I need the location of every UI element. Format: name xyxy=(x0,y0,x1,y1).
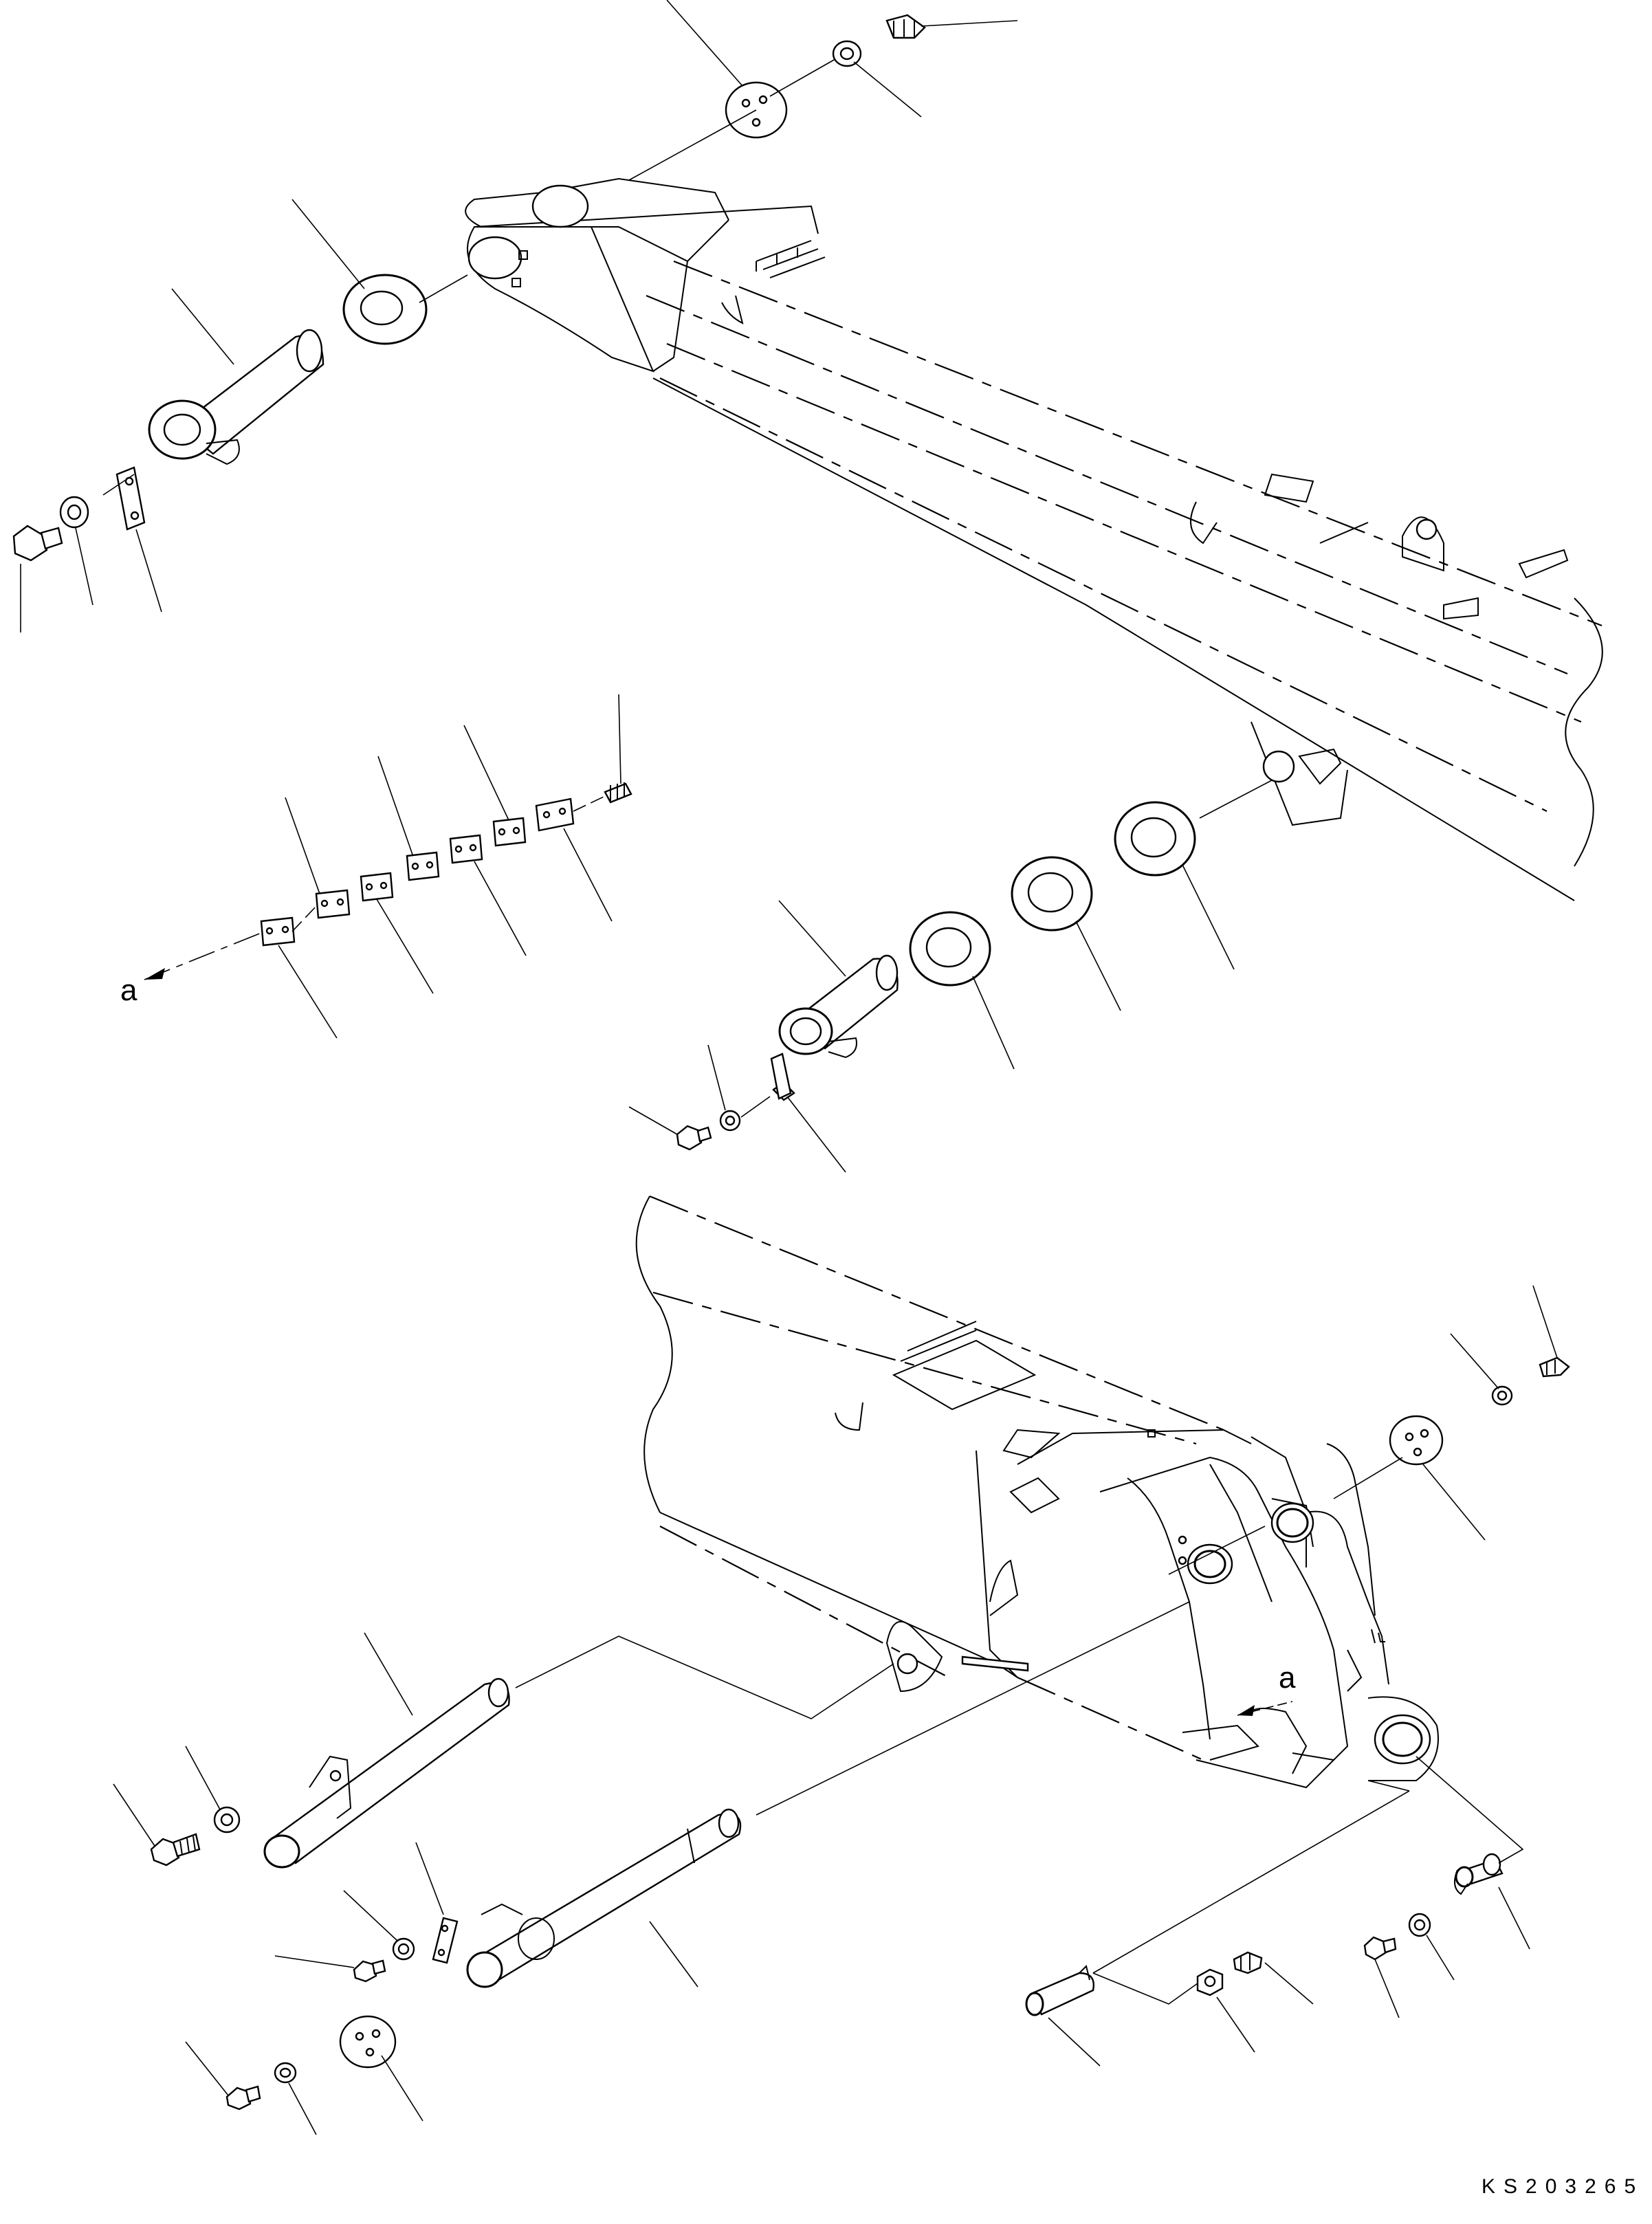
lower-washer-3 xyxy=(274,2062,297,2084)
lower-bolt-2 xyxy=(353,1959,386,1983)
lower-washer-2 xyxy=(392,1937,415,1961)
upper-arm-body xyxy=(465,177,1603,901)
mid-bolt xyxy=(676,1125,712,1151)
lower-long-pin-2 xyxy=(466,1808,742,1988)
lower-bolt-3 xyxy=(225,2085,261,2111)
lower-top-washer xyxy=(1491,1385,1513,1406)
mid-large-washer-2 xyxy=(1011,856,1093,932)
mid-lock-plate xyxy=(770,1053,795,1101)
upper-leaders xyxy=(20,0,1018,632)
view-arrow-right xyxy=(1237,1701,1293,1716)
drawing-code: KS203265 xyxy=(1482,2175,1644,2198)
upper-top-bolt xyxy=(885,14,926,39)
lower-long-pin-1 xyxy=(263,1677,510,1869)
upper-lock-plate xyxy=(115,466,146,531)
lower-right-pin xyxy=(1454,1853,1504,1895)
mid-pin xyxy=(778,954,899,1059)
mid-leaders xyxy=(628,780,1273,1173)
upper-bolt xyxy=(12,525,63,562)
lower-leaders xyxy=(113,1285,1558,2135)
upper-small-washer xyxy=(59,496,89,529)
view-marker-a-left: a xyxy=(120,973,137,1007)
upper-pin xyxy=(148,329,324,465)
upper-top-washer xyxy=(832,40,862,67)
shim-leaders xyxy=(278,694,621,1039)
lower-lock-plate xyxy=(432,1917,459,1964)
view-marker-a-right: a xyxy=(1279,1661,1296,1695)
lower-top-cap-disc xyxy=(1389,1415,1444,1466)
lower-bolt-1 xyxy=(150,1833,201,1867)
mid-large-washer-3 xyxy=(1114,801,1196,877)
lower-cap-disc xyxy=(339,2015,397,2069)
lower-mid-pin xyxy=(1025,1965,1094,2016)
mid-large-washer-1 xyxy=(909,911,991,987)
lower-mid-nut xyxy=(1196,1968,1224,1996)
lower-mid-bolt xyxy=(1233,1951,1263,1974)
lower-arm-body xyxy=(635,1195,1439,1789)
upper-large-washer xyxy=(342,274,428,345)
lower-right-bolt xyxy=(1363,1936,1397,1961)
mid-small-washer xyxy=(719,1110,741,1132)
lower-top-bolt xyxy=(1539,1356,1570,1378)
shim-group xyxy=(144,782,632,980)
lower-washer-1 xyxy=(213,1806,241,1834)
lower-right-washer xyxy=(1408,1913,1431,1937)
